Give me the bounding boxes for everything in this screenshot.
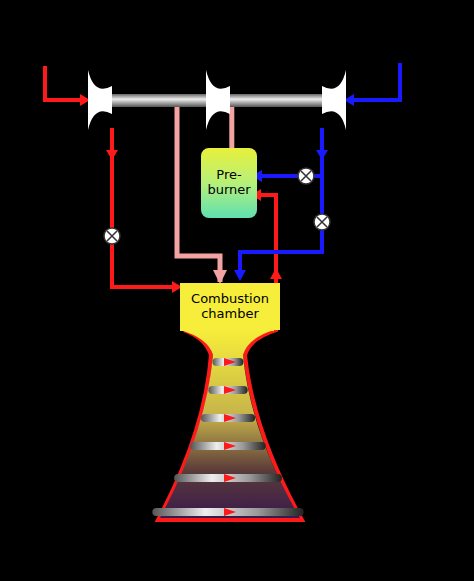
combustion-chamber-box: Combustion chamber: [180, 283, 280, 330]
flow-arrow: [224, 442, 236, 450]
cooling-ring: [152, 508, 303, 516]
cooling-ring: [201, 414, 255, 422]
cooling-ring: [208, 386, 247, 394]
nozzle-bell: [160, 330, 300, 518]
cooling-tubes: [152, 358, 303, 516]
node-label: Combustion chamber: [180, 292, 280, 322]
flow-arrow: [224, 386, 236, 394]
flow-arrow: [224, 508, 236, 516]
cooling-ring: [174, 474, 282, 482]
flow-arrow: [224, 414, 236, 422]
cooling-ring: [190, 442, 265, 450]
preburner-box: Pre- burner: [201, 148, 257, 218]
cooling-ring: [212, 358, 243, 366]
flow-arrow: [224, 474, 236, 482]
fuel-arrowhead: [80, 94, 282, 293]
fuel-line: [45, 66, 302, 520]
flow-arrow: [224, 358, 236, 366]
node-label: Pre- burner: [201, 168, 257, 198]
turbopump-wheel: [88, 70, 346, 130]
